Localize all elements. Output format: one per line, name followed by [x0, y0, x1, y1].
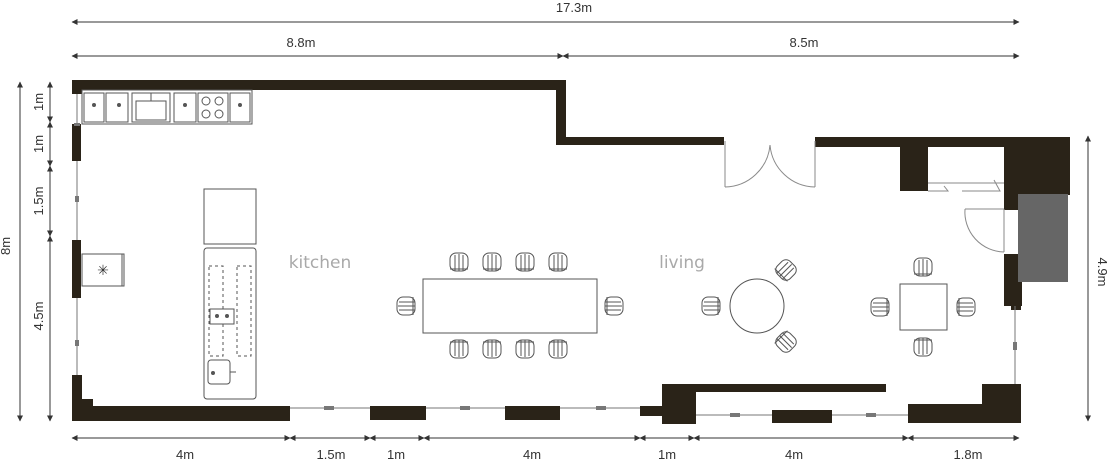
dimension-label-total-width: 17.3m: [556, 0, 592, 15]
island-sink-icon: [207, 359, 236, 385]
stove-icon: [197, 92, 229, 123]
dining-table: [422, 278, 598, 334]
dimension-label-left-4: 4.5m: [31, 302, 46, 331]
storage-area: [1018, 194, 1068, 282]
windows: [74, 94, 1017, 417]
dimension-top-split: 8.8m 8.5m: [71, 35, 1020, 59]
dimension-label-bottom-2: 1.5m: [317, 447, 346, 462]
dimension-label-bottom-4: 4m: [523, 447, 541, 462]
dimension-label-bottom-3: 1m: [387, 447, 405, 462]
dimension-label-bottom-1: 4m: [176, 447, 194, 462]
dimension-top-total: 17.3m: [71, 0, 1020, 25]
dimension-label-left-width: 8.8m: [287, 35, 316, 50]
dimension-left-total: 8m: [0, 81, 23, 422]
kitchen-counter: [81, 89, 253, 125]
dimension-bottom-segments: 4m 1.5m 1m 4m 1m 4m 1.8m: [71, 435, 1020, 462]
dimension-label-left-2: 1m: [31, 135, 46, 153]
dimension-left-segments: 1m 1m 1.5m 4.5m: [31, 81, 53, 422]
dimension-label-bottom-6: 4m: [785, 447, 803, 462]
dimension-label-left-3: 1.5m: [31, 187, 46, 216]
door-swing-icon: [724, 141, 1005, 253]
svg-text:✳: ✳: [97, 263, 109, 279]
dimension-label-total-height: 8m: [0, 237, 13, 255]
sink-icon: [131, 92, 171, 123]
room-label-kitchen: kitchen: [289, 253, 352, 273]
room-label-living: living: [659, 253, 705, 273]
kitchen-island: [203, 188, 257, 400]
fridge-icon: ✳: [81, 253, 125, 287]
dimension-label-right-height: 4.9m: [1095, 258, 1109, 287]
dimension-label-left-1: 1m: [31, 93, 46, 111]
round-table: [729, 278, 785, 334]
dimension-right: 4.9m: [1085, 135, 1109, 422]
dimension-label-right-width: 8.5m: [790, 35, 819, 50]
dimension-label-bottom-7: 1.8m: [954, 447, 983, 462]
dimension-label-bottom-5: 1m: [658, 447, 676, 462]
square-table: [899, 283, 948, 331]
walls: [72, 80, 1070, 424]
